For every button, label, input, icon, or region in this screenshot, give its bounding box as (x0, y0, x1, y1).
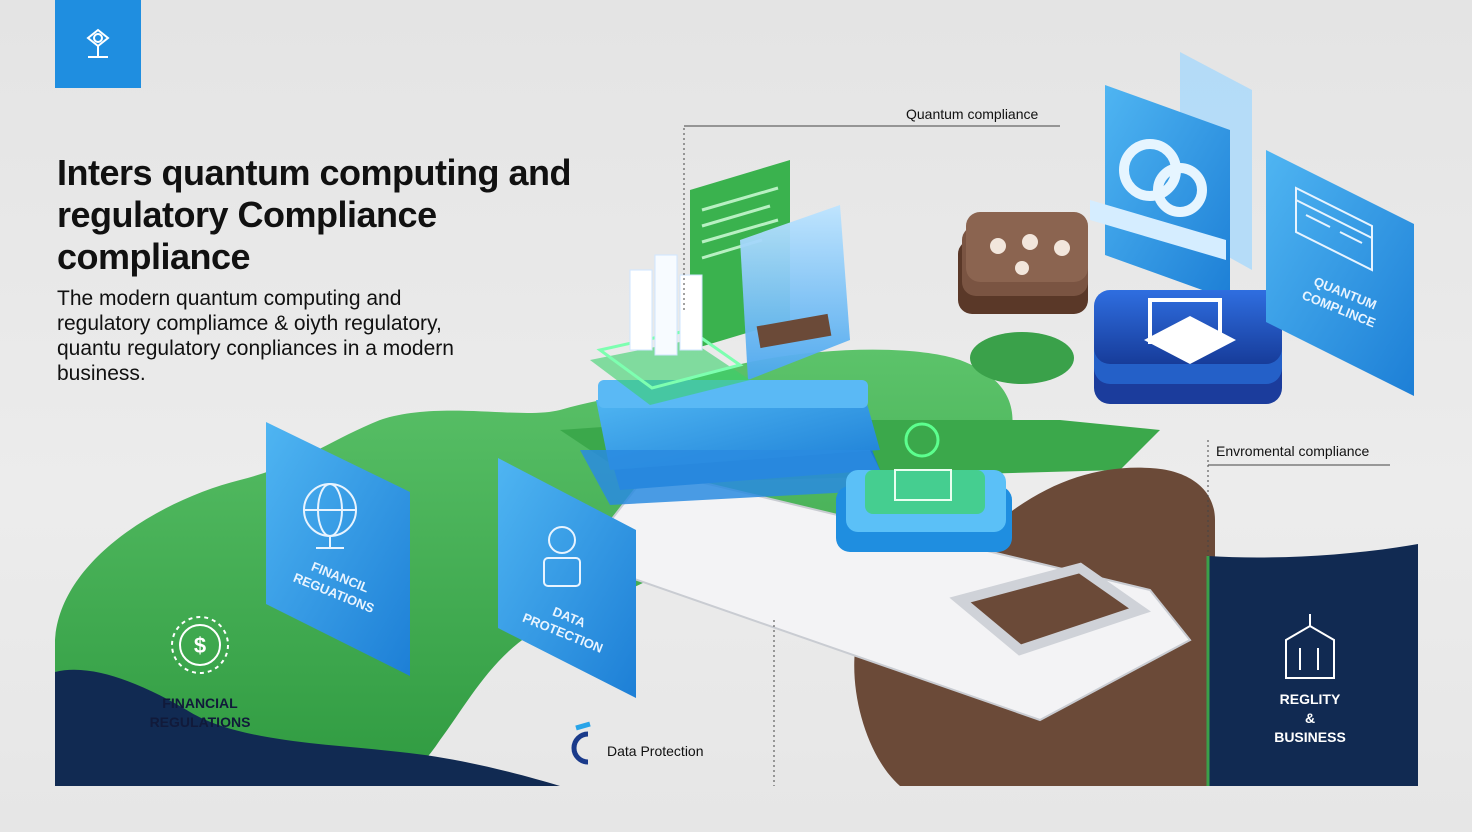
callout-environmental-compliance: Envromental compliance (1216, 443, 1370, 459)
business-line-2: & (1304, 710, 1316, 726)
server-stack (580, 380, 890, 505)
data-protection-card (498, 458, 636, 698)
quantum-compliance-card (1266, 150, 1414, 396)
glass-card-top (1090, 52, 1252, 300)
bottom-business-label: REGLITY & BUSINESS (1250, 690, 1370, 747)
business-line-1: REGLITY (1279, 691, 1341, 707)
page-subtitle: The modern quantum computing and regulat… (57, 287, 454, 385)
glass-panel-blue (740, 205, 850, 380)
dollar-icon (171, 616, 229, 674)
brain-tree-icon (86, 28, 110, 58)
bottom-financial-label: FINANCIAL REGULATIONS (149, 695, 251, 730)
browser-window-icon (1295, 186, 1373, 272)
building-stack (1094, 290, 1282, 404)
navy-panel-right (1208, 544, 1418, 786)
c-logo-icon (571, 721, 591, 765)
dollar-glyph: $ (194, 633, 206, 658)
glowing-chip-cube (836, 422, 1012, 552)
globe-icon (303, 483, 357, 549)
business-line-3: BUSINESS (1274, 729, 1346, 745)
logo-tile[interactable] (55, 0, 141, 88)
connector-quantum (683, 125, 1052, 310)
person-icon (543, 526, 581, 587)
financial-regulations-card (266, 422, 410, 676)
page-title: Inters quantum computing and regulatory … (57, 152, 572, 277)
callout-data-protection: Data Protection (607, 743, 704, 759)
tray-hole (949, 562, 1152, 656)
green-disc (970, 332, 1074, 384)
navy-base-left (55, 669, 560, 786)
callout-quantum-compliance: Quantum compliance (906, 106, 1039, 122)
building-icon (1285, 614, 1335, 679)
brown-app-stack (958, 212, 1088, 314)
chip-with-pillars (590, 254, 750, 405)
